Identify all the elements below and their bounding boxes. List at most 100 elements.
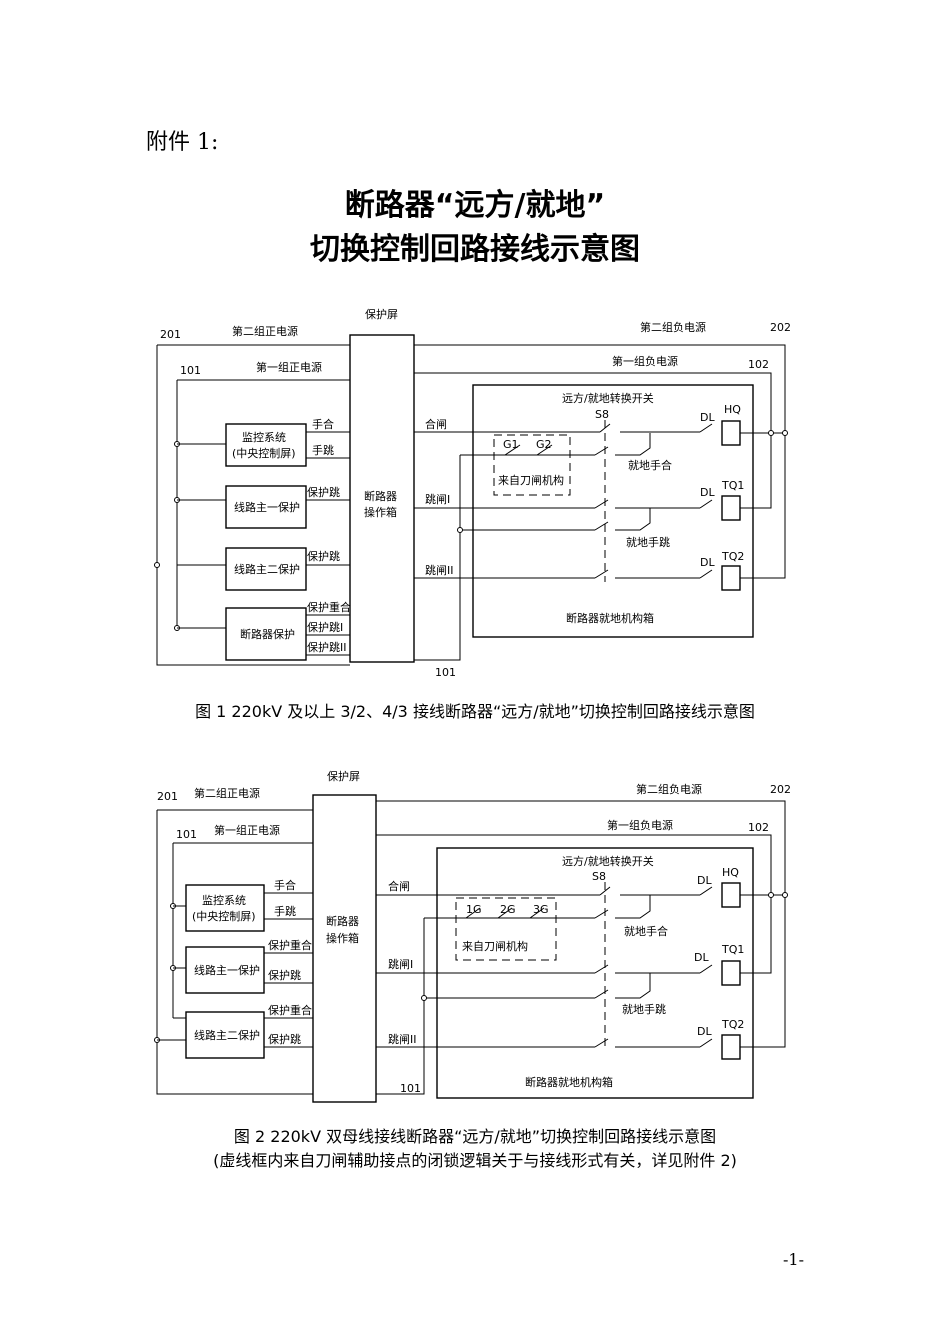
fig1-s8-close [599, 423, 700, 433]
fig1-signal-lines [306, 431, 350, 656]
fig1-dl3: DL [700, 556, 715, 569]
fig1-prot-trip2: 保护跳II [307, 640, 347, 654]
fig1-mech-box-label: 断路器就地机构箱 [566, 611, 654, 625]
fig2-n101b: 101 [400, 1082, 421, 1095]
fig1-main2-box [225, 547, 307, 591]
fig2-neg2: 第二组负电源 [636, 782, 702, 796]
fig2-neg1-line [376, 834, 772, 974]
fig2-tq2-coil [721, 1034, 741, 1060]
fig1-local-trip: 就地手跳 [626, 535, 670, 549]
fig2-local-close: 就地手合 [624, 924, 668, 938]
fig1-dl-links [655, 431, 700, 579]
fig2-s8-trip2 [594, 1038, 700, 1048]
fig2-n102: 102 [748, 821, 769, 834]
attachment-label: 附件 1: [146, 130, 219, 155]
fig1-op-box-1: 断路器 [364, 489, 397, 503]
fig2-hand-close: 手合 [274, 878, 296, 892]
fig2-s8: S8 [592, 870, 606, 883]
fig2-signal-lines [264, 892, 313, 1048]
fig1-monitor-2: (中央控制屏) [232, 446, 296, 460]
fig2-reclose-a: 保护重合 [268, 938, 312, 952]
fig2-switch-label: 远方/就地转换开关 [562, 854, 654, 868]
fig2-local-trip-contact [594, 973, 651, 999]
fig1-trip1: 跳闸I [425, 492, 450, 506]
fig1-hand-close: 手合 [312, 417, 334, 431]
fig1-neg2: 第二组负电源 [640, 320, 706, 334]
fig2-neg2-line [376, 800, 786, 1048]
fig1-local-close: 就地手合 [628, 458, 672, 472]
fig2-dl2: DL [694, 951, 709, 964]
fig1-dl2: DL [700, 486, 715, 499]
fig2-rail-201 [156, 810, 313, 1095]
fig1-prot-reclose: 保护重合 [307, 600, 351, 614]
fig1-s8: S8 [595, 408, 609, 421]
fig1-close: 合闸 [425, 417, 447, 431]
fig1-op-box-2: 操作箱 [364, 505, 397, 519]
fig2-ptrip-a: 保护跳 [268, 968, 301, 982]
fig2-tq1: TQ1 [721, 943, 744, 956]
fig1-monitor-box [225, 423, 307, 467]
fig2-knife-contacts [465, 907, 545, 919]
fig2-ptrip-b: 保护跳 [268, 1032, 301, 1046]
fig1-brkprot-box [225, 607, 307, 661]
fig1-s8-trip2 [594, 569, 700, 579]
fig2-s8-trip1 [594, 964, 700, 974]
fig2-op-box-1: 断路器 [326, 914, 359, 928]
fig2-trip1: 跳闸I [388, 957, 413, 971]
fig2-prot-screen: 保护屏 [327, 769, 360, 783]
fig2-local-trip: 就地手跳 [622, 1002, 666, 1016]
fig1-left-feeds [177, 443, 226, 629]
fig2-note: (虚线框内来自刀闸辅助接点的闭锁逻辑关于与接线形式有关，详见附件 2) [213, 1151, 737, 1170]
fig1-g1: G1 [503, 438, 519, 451]
fig1-brk-prot: 断路器保护 [240, 627, 295, 641]
fig1-n202: 202 [770, 321, 791, 334]
fig2-main2: 线路主二保护 [194, 1028, 260, 1042]
fig2-101-feed [376, 918, 425, 1095]
fig2-n101: 101 [176, 828, 197, 841]
figure-2-diagram: 201 202 101 102 101 第二组正电源 第二组负电源 第一组正电源… [154, 769, 791, 1103]
fig1-mech-box [472, 384, 754, 638]
fig1-knife-box [493, 434, 571, 496]
fig1-main2: 线路主二保护 [234, 562, 300, 576]
fig1-pos1: 第一组正电源 [256, 360, 322, 374]
fig1-n101b: 101 [435, 666, 456, 679]
fig2-mech-box-label: 断路器就地机构箱 [525, 1075, 613, 1089]
fig2-neg1: 第一组负电源 [607, 818, 673, 832]
fig2-monitor-1: 监控系统 [202, 893, 246, 907]
fig2-g3: 3G [533, 903, 549, 916]
fig1-s8-trip1 [594, 499, 700, 509]
fig2-op-box [312, 794, 377, 1103]
fig2-dl3: DL [697, 1025, 712, 1038]
fig1-prot-trip-a: 保护跳 [307, 485, 340, 499]
fig2-main2-box [185, 1011, 265, 1059]
fig1-pos2: 第二组正电源 [232, 324, 298, 338]
fig1-trip2: 跳闸II [425, 563, 454, 577]
fig2-close: 合闸 [388, 879, 410, 893]
fig1-tq2: TQ2 [721, 550, 744, 563]
fig2-knife: 来自刀闸机构 [462, 939, 528, 953]
fig1-prot-trip1: 保护跳I [307, 620, 343, 634]
fig1-prot-trip-b: 保护跳 [307, 549, 340, 563]
fig2-dl1: DL [697, 874, 712, 887]
fig1-caption: 图 1 220kV 及以上 3/2、4/3 接线断路器“远方/就地”切换控制回路… [195, 702, 755, 721]
fig1-monitor-1: 监控系统 [242, 430, 286, 444]
fig1-neg2-line [414, 344, 786, 579]
fig1-hq: HQ [724, 403, 741, 416]
fig2-pos1: 第一组正电源 [214, 823, 280, 837]
fig1-hq-coil [721, 420, 741, 446]
fig2-caption: 图 2 220kV 双母线接线断路器“远方/就地”切换控制回路接线示意图 [233, 1127, 717, 1146]
fig2-main1-box [185, 946, 265, 994]
fig1-tq2-coil [721, 565, 741, 591]
fig2-knife-box [455, 897, 557, 961]
fig1-tq1-coil [721, 495, 741, 521]
fig2-local-close-contact [594, 895, 651, 919]
fig1-switch-label: 远方/就地转换开关 [562, 391, 654, 405]
page-title-line1: 断路器“远方/就地” [344, 188, 606, 223]
fig1-local-trip-contact [594, 508, 651, 531]
fig2-main1: 线路主一保护 [194, 963, 260, 977]
fig2-tq1-coil [721, 960, 741, 986]
fig2-n202: 202 [770, 783, 791, 796]
page-number: -1- [783, 1250, 804, 1269]
fig1-rail-201 [156, 345, 350, 666]
